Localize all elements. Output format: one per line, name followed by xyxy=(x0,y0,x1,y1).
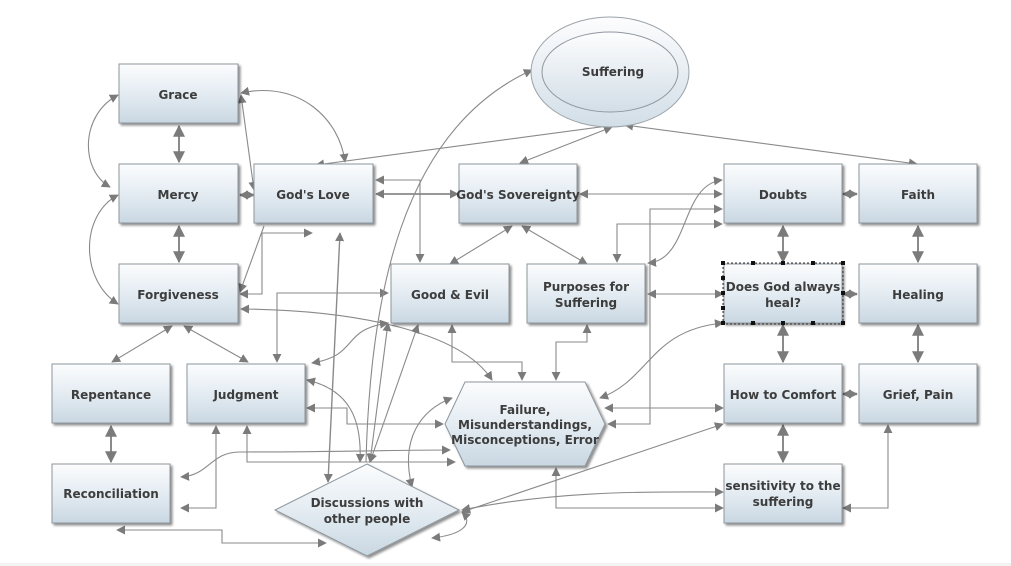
edge-heal-failure[interactable] xyxy=(599,319,724,400)
node-does-god-always-heal[interactable]: Does God always heal? xyxy=(723,263,843,324)
node-failure-misunderstandings[interactable]: Failure, Misunderstandings, Misconceptio… xyxy=(444,381,606,467)
node-comfort-label-0: How to Comfort xyxy=(730,388,837,402)
node-grace-label-0: Grace xyxy=(158,88,197,102)
node-how-to-comfort[interactable]: How to Comfort xyxy=(723,363,843,424)
node-purposes-label-1: Suffering xyxy=(555,296,617,310)
edge-failure-sensitivity[interactable] xyxy=(551,467,724,513)
edge-sovereignty-purposes[interactable] xyxy=(521,225,588,265)
edge-judgment-discussions[interactable] xyxy=(306,377,365,463)
node-failure-label-2: Misconceptions, Error xyxy=(451,433,599,447)
node-judgment-label-0: Judgment xyxy=(212,388,278,402)
node-faith-label-0: Faith xyxy=(901,188,935,202)
node-heal-label-0: Does God always xyxy=(726,280,841,294)
node-discussions-label-0: Discussions with xyxy=(311,496,424,510)
node-discussions-label-1: other people xyxy=(324,512,411,526)
node-good-evil-label-0: Good & Evil xyxy=(411,288,489,302)
node-forgiveness[interactable]: Forgiveness xyxy=(118,263,239,324)
node-mercy-label-0: Mercy xyxy=(158,188,199,202)
node-failure-label-0: Failure, xyxy=(500,403,551,417)
edge-grace-godslove[interactable] xyxy=(240,86,349,163)
edge-reconciliation-judgment[interactable] xyxy=(180,425,221,513)
node-mercy[interactable]: Mercy xyxy=(118,163,239,224)
node-doubts-label-0: Doubts xyxy=(759,188,807,202)
edge-doubts-purposes[interactable] xyxy=(612,219,723,263)
node-reconciliation-label-0: Reconciliation xyxy=(63,487,158,501)
edge-purposes-failure[interactable] xyxy=(551,324,592,381)
edge-mercy-forgiveness-curve[interactable] xyxy=(89,194,119,305)
edge-grace-godslove-line[interactable] xyxy=(237,94,258,191)
edge-discussions-suffering[interactable] xyxy=(365,69,533,463)
edge-discussions-loop[interactable] xyxy=(431,511,471,542)
edge-forgiveness-godslove-elbow[interactable] xyxy=(239,228,313,299)
node-suffering-label-0: Suffering xyxy=(582,65,644,79)
node-gods-love-label-0: God's Love xyxy=(276,188,350,202)
node-forgiveness-label-0: Forgiveness xyxy=(137,288,219,302)
node-failure-label-1: Misunderstandings, xyxy=(458,418,592,432)
edge-discussions-godslove[interactable] xyxy=(323,232,345,483)
edge-sovereignty-goodevil[interactable] xyxy=(449,225,513,265)
node-suffering[interactable]: Suffering xyxy=(530,16,690,128)
node-good-evil[interactable]: Good & Evil xyxy=(390,263,510,324)
edge-doubts-purposes-curve[interactable] xyxy=(647,176,723,267)
edge-grace-mercy-curve[interactable] xyxy=(87,94,119,188)
node-repentance-label-0: Repentance xyxy=(71,388,151,402)
node-doubts[interactable]: Doubts xyxy=(723,163,843,224)
node-grief-pain[interactable]: Grief, Pain xyxy=(858,363,978,424)
node-grace[interactable]: Grace xyxy=(118,63,239,124)
node-gods-sovereignty[interactable]: God's Sovereignty xyxy=(456,163,580,224)
node-gods-sovereignty-label-0: God's Sovereignty xyxy=(456,188,580,202)
bottom-border xyxy=(0,563,1011,566)
edge-forgiveness-judgment[interactable] xyxy=(183,325,249,363)
node-judgment[interactable]: Judgment xyxy=(186,363,306,424)
edge-suffering-faith[interactable] xyxy=(624,121,918,168)
edge-discussions-sensitivity[interactable] xyxy=(461,487,724,513)
edge-judgment-failure-2[interactable] xyxy=(242,425,456,467)
node-faith[interactable]: Faith xyxy=(858,163,978,224)
edge-goodevil-judgment[interactable] xyxy=(272,288,389,363)
edge-suffering-godslove[interactable] xyxy=(315,121,616,169)
edge-godslove-forgiveness[interactable] xyxy=(238,225,265,293)
node-purposes-for-suffering[interactable]: Purposes for Suffering xyxy=(526,263,646,324)
edge-forgiveness-repentance[interactable] xyxy=(111,325,173,363)
edge-reconciliation-discussions[interactable] xyxy=(116,525,327,548)
node-sensitivity-to-suffering[interactable]: sensitivity to the suffering xyxy=(723,463,843,524)
node-heal-label-1: heal? xyxy=(765,296,801,310)
edge-grief-sensitivity[interactable] xyxy=(842,424,893,513)
edge-suffering-sovereignty[interactable] xyxy=(519,125,613,165)
node-sensitivity-label-1: suffering xyxy=(753,495,814,509)
node-discussions-with-other-people[interactable]: Discussions with other people xyxy=(273,463,461,557)
node-healing-label-0: Healing xyxy=(892,288,944,302)
node-healing[interactable]: Healing xyxy=(858,263,978,324)
selection-handles[interactable] xyxy=(721,261,845,325)
node-gods-love[interactable]: God's Love xyxy=(253,163,374,224)
node-purposes-label-0: Purposes for xyxy=(543,280,629,294)
node-sensitivity-label-0: sensitivity to the xyxy=(725,479,840,493)
node-grief-label-0: Grief, Pain xyxy=(883,388,954,402)
edge-godslove-goodevil[interactable] xyxy=(375,175,425,263)
edge-discussions-failure-curve[interactable] xyxy=(405,396,453,488)
edge-discussions-goodevil-2[interactable] xyxy=(366,322,392,463)
node-repentance[interactable]: Repentance xyxy=(51,363,171,424)
node-reconciliation[interactable]: Reconciliation xyxy=(51,463,171,524)
